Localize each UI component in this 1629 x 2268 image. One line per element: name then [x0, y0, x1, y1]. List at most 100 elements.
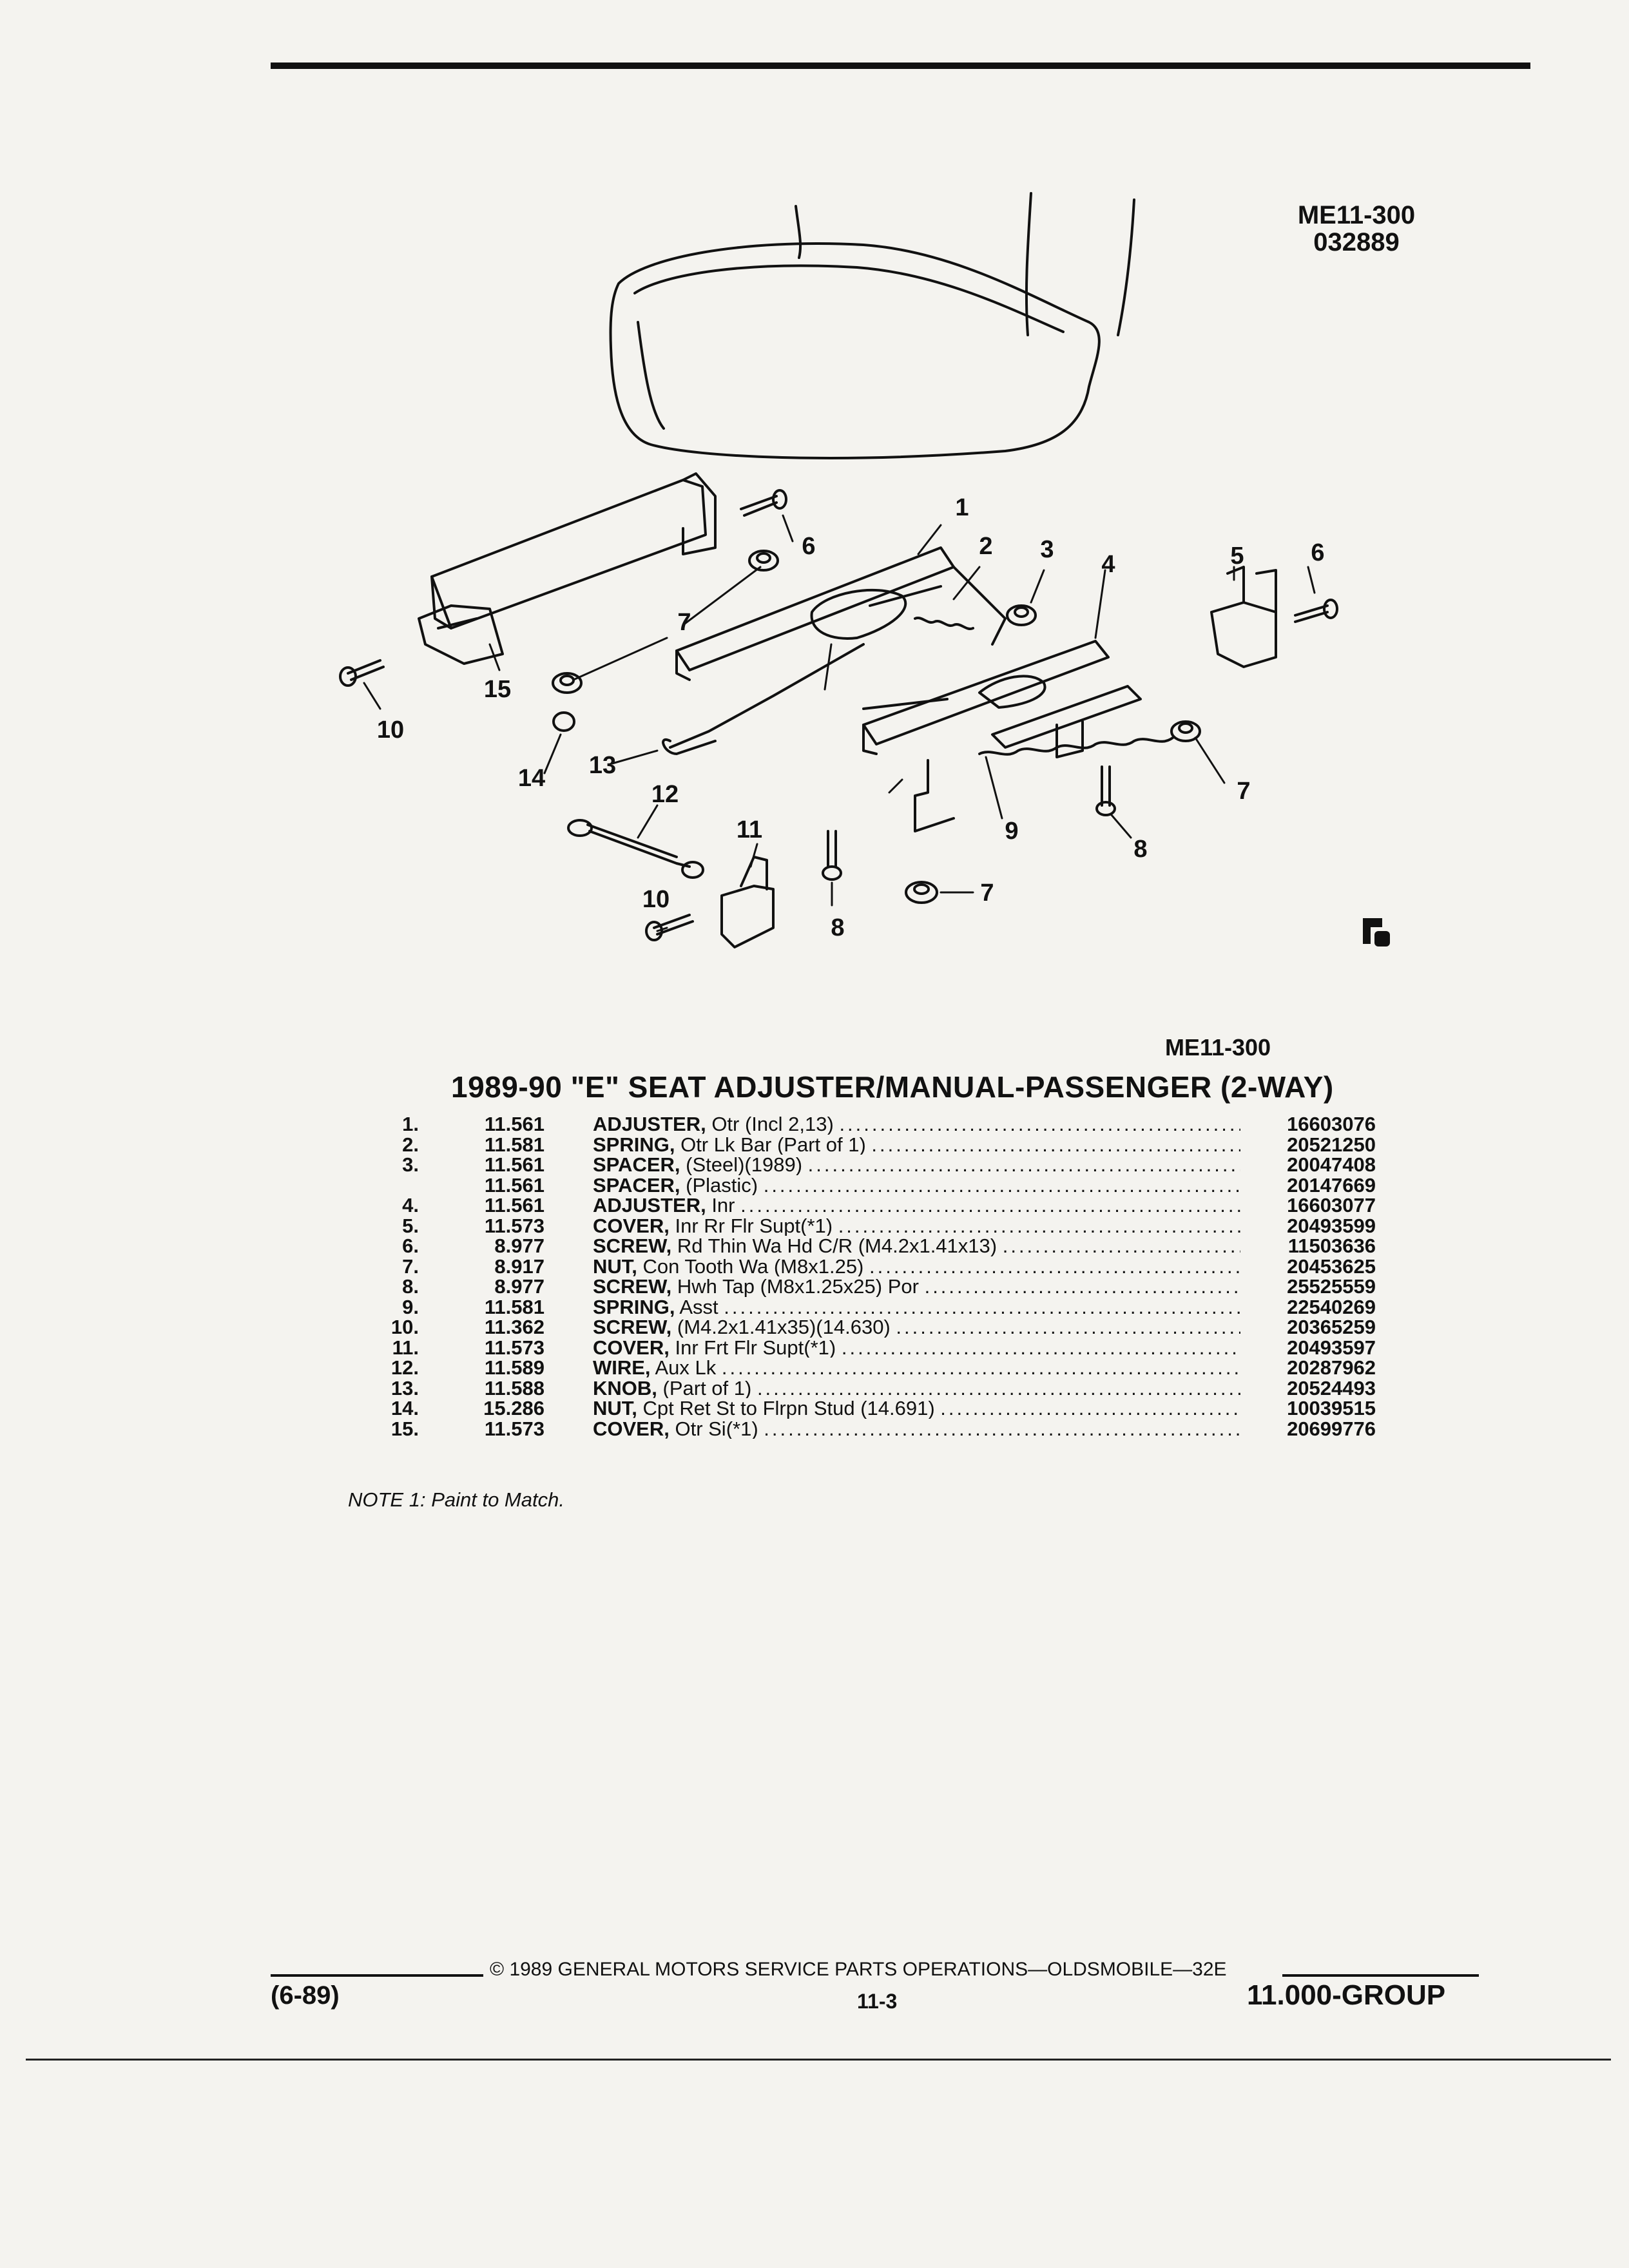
- part-name: SCREW,: [593, 1276, 672, 1297]
- part-detail: (M4.2x1.41x35)(14.630): [671, 1317, 896, 1338]
- part-name: ADJUSTER,: [593, 1195, 706, 1216]
- part-detail: Asst: [675, 1296, 724, 1317]
- part-number: 16603077: [1240, 1195, 1376, 1216]
- item-index: 7.: [402, 1254, 419, 1278]
- part-number: 20453625: [1240, 1256, 1376, 1276]
- group-number: 11.589: [484, 1356, 545, 1379]
- part-description: COVER, Inr Rr Flr Supt(*1) .............…: [593, 1216, 1353, 1236]
- part-detail: (Plastic): [680, 1175, 764, 1195]
- group-number: 11.362: [484, 1316, 545, 1338]
- callout-12: 12: [651, 781, 679, 808]
- group-number: 11.573: [484, 1417, 545, 1440]
- part-name: NUT,: [593, 1256, 637, 1276]
- callout-leader-lines: [363, 514, 1316, 932]
- item-index: 4.: [402, 1194, 419, 1216]
- item-index: 13.: [390, 1376, 419, 1399]
- seat-adjuster-illustrations: [662, 546, 1142, 832]
- group-number: 15.286: [483, 1397, 545, 1419]
- part-detail: Inr Frt Flr Supt(*1): [669, 1337, 842, 1358]
- part-description: SPRING, Asst ...........................…: [593, 1297, 1353, 1318]
- callout-7-bottom: 7: [980, 879, 994, 907]
- part-detail: Otr (Incl 2,13): [706, 1114, 840, 1135]
- part-number: 11503636: [1240, 1236, 1376, 1256]
- group-number: 11.581: [484, 1133, 545, 1156]
- callout-7-right: 7: [1237, 778, 1250, 805]
- seat-illustration: [609, 192, 1135, 459]
- callout-3: 3: [1040, 536, 1054, 563]
- parts-list-title: 1989-90 "E" SEAT ADJUSTER/MANUAL-PASSENG…: [451, 1070, 1334, 1104]
- part-detail: Hwh Tap (M8x1.25x25) Por: [671, 1276, 925, 1297]
- part-name: ADJUSTER,: [593, 1114, 706, 1135]
- part-description: SCREW, (M4.2x1.41x35)(14.630) ..........…: [593, 1317, 1353, 1338]
- part-description: COVER, Inr Frt Flr Supt(*1) ............…: [593, 1338, 1353, 1358]
- part-name: SPRING,: [593, 1134, 675, 1155]
- part-detail: Cpt Ret St to Flrpn Stud (14.691): [637, 1398, 941, 1419]
- part-detail: Inr Rr Flr Supt(*1): [669, 1215, 838, 1236]
- part-number: 10039515: [1240, 1398, 1376, 1419]
- part-name: COVER,: [593, 1215, 670, 1236]
- part-description: SPACER, (Steel)(1989) ..................…: [593, 1155, 1353, 1175]
- part-detail: (Steel)(1989): [680, 1155, 808, 1175]
- part-number: 22540269: [1240, 1296, 1376, 1317]
- part-number: 20287962: [1240, 1358, 1376, 1378]
- item-index: 15.: [390, 1417, 419, 1440]
- parts-row: 12. 11.589 WIRE, Aux Lk ..................…: [348, 1358, 1392, 1378]
- diagram-code: ME11-300: [1297, 201, 1416, 229]
- cu-logo-mark: [1363, 918, 1390, 947]
- part-detail: Inr: [706, 1195, 741, 1216]
- diagram-date-code: 032889: [1313, 228, 1400, 256]
- callout-8-right: 8: [1133, 836, 1147, 863]
- parts-row: 8. 8.977 SCREW, Hwh Tap (M8x1.25x25) Por .…: [348, 1276, 1392, 1297]
- callout-10-bottom: 10: [642, 886, 670, 913]
- exploded-parts-diagram: 1 2 3 4 5 6 6 7 7 7 8 8 9 10 10 11 12 13…: [339, 192, 1390, 948]
- part-description: SCREW, Hwh Tap (M8x1.25x25) Por ........…: [593, 1276, 1353, 1297]
- callout-15: 15: [484, 676, 511, 703]
- callout-11: 11: [737, 816, 762, 843]
- group-number: 11.581: [484, 1295, 545, 1318]
- item-index: 8.: [402, 1275, 419, 1298]
- item-index: 14.: [390, 1397, 419, 1419]
- part-description: SPACER, (Plastic) ......................…: [593, 1175, 1353, 1196]
- inner-rear-cover-illustration: [1210, 566, 1277, 668]
- callout-10-left: 10: [377, 716, 404, 744]
- item-index: 1.: [402, 1113, 419, 1135]
- front-cover-illustration: [720, 856, 775, 948]
- callout-2: 2: [979, 533, 992, 560]
- part-description: KNOB, (Part of 1) ......................…: [593, 1378, 1353, 1399]
- page-number: 11-3: [857, 1990, 898, 2013]
- group-number: 8.977: [494, 1235, 545, 1257]
- part-description: SCREW, Rd Thin Wa Hd C/R (M4.2x1.41x13) …: [593, 1236, 1353, 1256]
- footer-rule-left: [271, 1974, 483, 1977]
- part-detail: (Part of 1): [657, 1378, 757, 1398]
- part-description: WIRE, Aux Lk ...........................…: [593, 1358, 1353, 1378]
- part-number: 25525559: [1240, 1276, 1376, 1297]
- group-number: 11.561: [484, 1113, 545, 1135]
- part-name: SPACER,: [593, 1175, 680, 1195]
- group-number: 8.977: [494, 1275, 545, 1298]
- part-number: 20147669: [1240, 1175, 1376, 1195]
- part-number: 20365259: [1240, 1317, 1376, 1338]
- part-name: WIRE,: [593, 1358, 651, 1378]
- caption-code: ME11-300: [1164, 1034, 1271, 1061]
- part-name: COVER,: [593, 1418, 670, 1439]
- callout-8-bottom: 8: [831, 914, 844, 941]
- part-detail: Con Tooth Wa (M8x1.25): [637, 1256, 869, 1276]
- callout-5: 5: [1230, 543, 1244, 570]
- group-number: 11.573: [484, 1214, 545, 1237]
- footer-rule-right: [1282, 1974, 1479, 1977]
- paint-note: NOTE 1: Paint to Match.: [348, 1488, 564, 1511]
- callout-6-right: 6: [1311, 539, 1324, 566]
- group-number: 11.561: [484, 1153, 545, 1176]
- callout-9: 9: [1005, 818, 1018, 845]
- item-index: 12.: [390, 1356, 419, 1379]
